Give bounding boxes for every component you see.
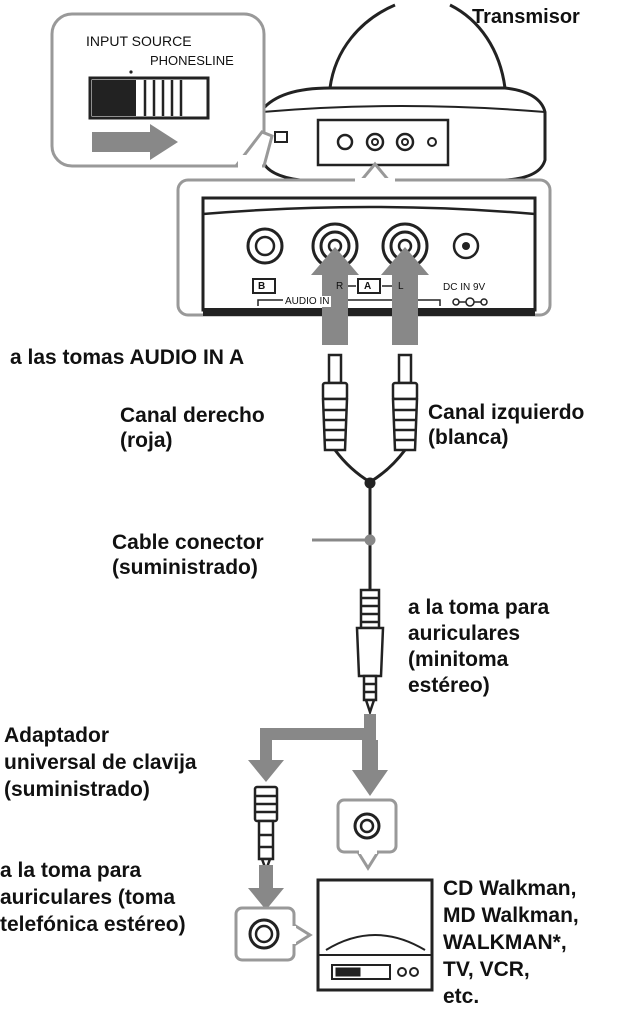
left-channel-line-1: Canal izquierdo (428, 401, 585, 424)
label-plug-adaptor: Adaptador universal de clavija (suminist… (4, 722, 197, 803)
headphone-mini-line-3: (minitoma (408, 648, 509, 671)
stereo-mini-plug (355, 588, 385, 716)
jack-a-label: A (364, 281, 372, 292)
headphone-mini-line-1: a la toma para (408, 596, 550, 619)
right-channel-line-1: Canal derecho (120, 404, 265, 427)
arrow-to-phone-jack (248, 865, 284, 910)
headphone-phone-line-1: a la toma para (0, 859, 142, 882)
jack-r-label: R (336, 281, 344, 292)
plug-adaptor-line-1: Adaptador (4, 724, 109, 747)
jack-b-label: B (258, 281, 266, 292)
headphone-phone-line-3: telefónica estéreo) (0, 913, 186, 936)
phone-jack-callout (234, 906, 313, 962)
label-connecting-cable: Cable conector (suministrado) (112, 530, 264, 580)
pointer-lines (312, 534, 376, 546)
jack-panel-callout (176, 161, 552, 317)
left-channel-line-2: (blanca) (428, 426, 509, 449)
devices-line-5: etc. (443, 985, 480, 1008)
transmitter-body (260, 3, 547, 182)
headphone-mini-line-4: estéreo) (408, 674, 490, 697)
label-devices: CD Walkman, MD Walkman, WALKMAN*, TV, VC… (443, 875, 579, 1010)
headphone-phone-line-2: auriculares (toma (0, 886, 176, 909)
connecting-cable-line-2: (suministrado) (112, 556, 258, 579)
devices-line-4: TV, VCR, (443, 958, 530, 981)
arrows-to-audio-in (311, 247, 429, 345)
branch-arrows (248, 714, 388, 796)
jack-l-label: L (398, 281, 404, 292)
devices-line-1: CD Walkman, (443, 877, 577, 900)
label-left-channel: Canal izquierdo (blanca) (428, 400, 584, 450)
devices-line-2: MD Walkman, (443, 904, 579, 927)
dc-in-label: DC IN 9V (443, 282, 486, 293)
mini-jack-callout (336, 798, 398, 871)
plug-adaptor-line-2: universal de clavija (4, 751, 197, 774)
headphone-mini-line-2: auriculares (408, 622, 521, 645)
audio-in-label: AUDIO IN (283, 296, 332, 307)
label-headphone-minijack: a la toma para auriculares (minitoma est… (408, 595, 549, 699)
switch-callout (50, 12, 274, 169)
input-source-label: INPUT SOURCE (86, 33, 192, 49)
plug-adaptor (253, 785, 279, 874)
label-audio-in-a: a las tomas AUDIO IN A (10, 346, 245, 369)
connecting-cable-line-1: Cable conector (112, 531, 264, 554)
cd-player (316, 878, 434, 992)
switch-positions-label: PHONESLINE (150, 53, 234, 68)
devices-line-3: WALKMAN*, (443, 931, 567, 954)
plug-adaptor-line-3: (suministrado) (4, 778, 150, 801)
rca-plugs (321, 353, 419, 452)
connecting-cable (333, 449, 407, 590)
transmitter-title: Transmisor (472, 6, 580, 28)
label-headphone-phonejack: a la toma para auriculares (toma telefón… (0, 857, 186, 938)
right-channel-line-2: (roja) (120, 429, 173, 452)
label-right-channel: Canal derecho (roja) (120, 403, 265, 453)
